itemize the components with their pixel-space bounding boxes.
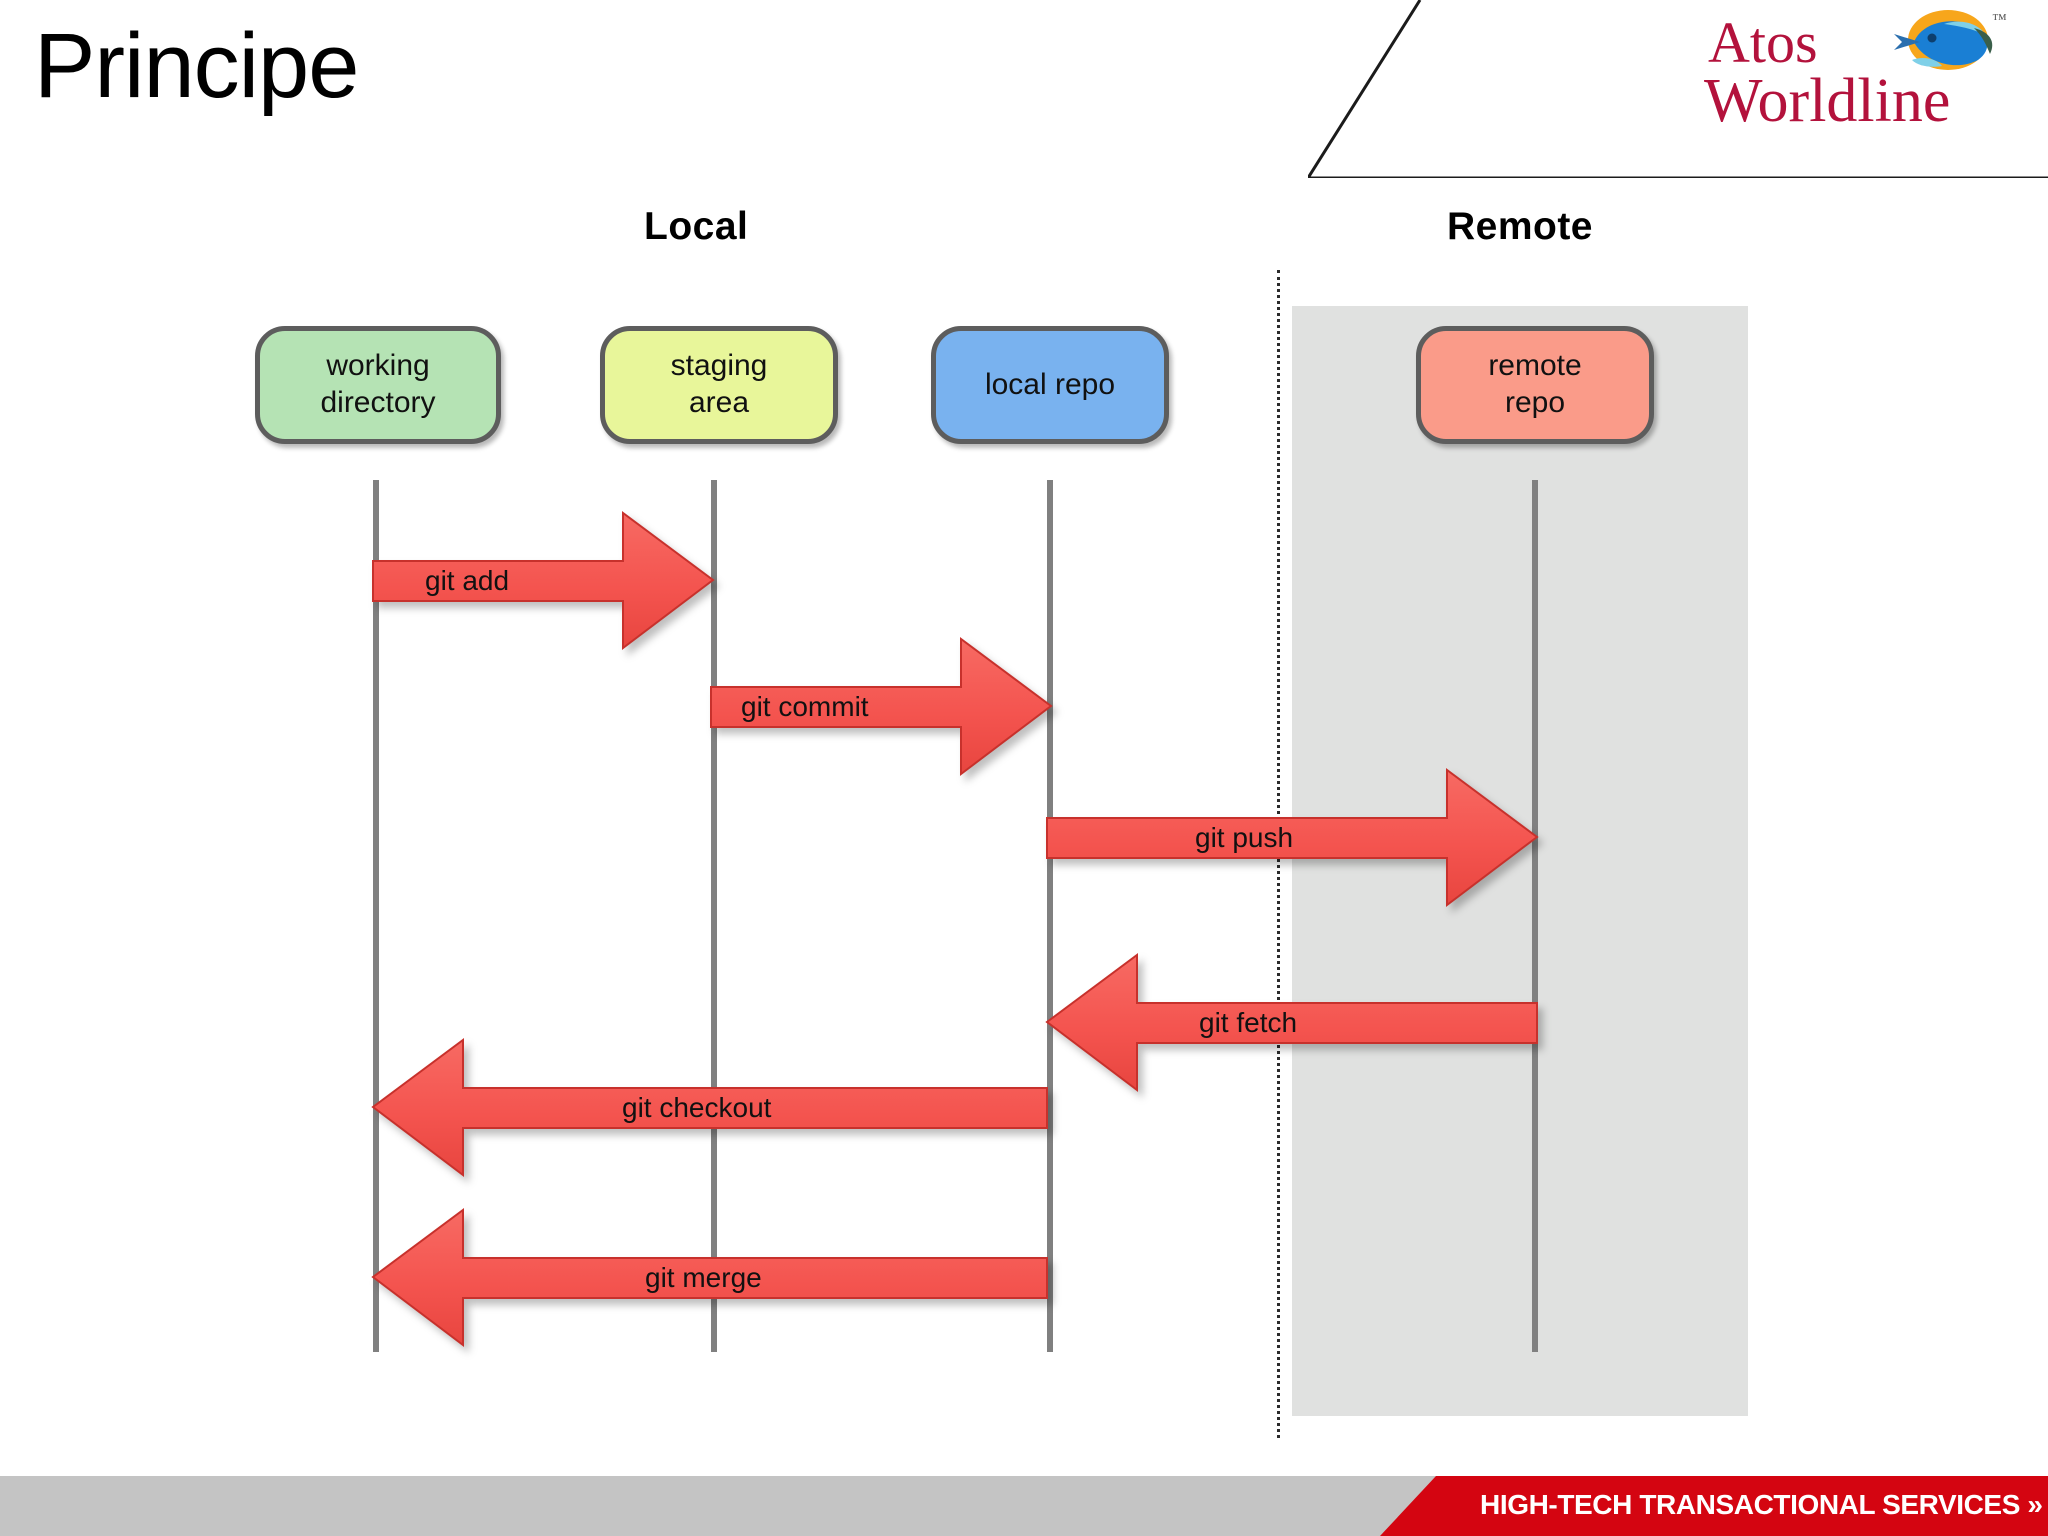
node-label-line1: working [326, 349, 430, 383]
node-local-repo[interactable]: local repo [931, 326, 1169, 444]
arrow-git-merge[interactable]: git merge [371, 1208, 1048, 1348]
node-label-line2: repo [1504, 386, 1566, 419]
fish-icon [1894, 10, 1993, 70]
node-label-line2: directory [320, 386, 436, 419]
arrow-git-checkout[interactable]: git checkout [371, 1038, 1048, 1178]
page-title: Principe [34, 15, 359, 117]
arrow-git-push[interactable]: git push [1046, 768, 1539, 908]
remote-region-background [1292, 306, 1748, 1416]
arrow-label-git-add: git add [425, 565, 510, 596]
arrow-label-git-merge: git merge [645, 1262, 762, 1293]
node-label-line2: area [688, 386, 750, 419]
node-label-line1: staging [670, 349, 768, 383]
trademark-symbol: ™ [1992, 12, 2007, 28]
arrow-git-add[interactable]: git add [372, 511, 715, 651]
column-title-remote: Remote [1446, 205, 1594, 248]
lifeline-working-directory [373, 480, 379, 1352]
footer-accent-shape [1380, 1476, 2048, 1536]
arrow-git-commit[interactable]: git commit [710, 637, 1053, 777]
arrow-label-git-fetch: git fetch [1199, 1007, 1298, 1038]
arrow-label-git-push: git push [1195, 822, 1294, 853]
column-title-local: Local [644, 205, 749, 248]
arrow-label-git-commit: git commit [741, 691, 869, 722]
node-remote-repo[interactable]: remote repo [1416, 326, 1654, 444]
arrow-git-fetch[interactable]: git fetch [1045, 953, 1538, 1093]
node-working-directory[interactable]: working directory [255, 326, 501, 444]
node-staging-area[interactable]: staging area [600, 326, 838, 444]
lifeline-remote-repo [1532, 480, 1538, 1352]
node-label-line1: remote [1488, 349, 1582, 383]
lifeline-local-repo [1047, 480, 1053, 1352]
brand-logo: ™ Atos Worldline [1700, 8, 2030, 138]
node-label-line1: local repo [984, 367, 1116, 401]
logo-text-atos: Atos [1708, 10, 1818, 75]
logo-text-worldline: Worldline [1704, 67, 1951, 135]
lifeline-staging-area [711, 480, 717, 1352]
arrow-label-git-checkout: git checkout [622, 1092, 772, 1123]
footer-tagline: HIGH-TECH TRANSACTIONAL SERVICES » [1480, 1489, 2043, 1520]
git-workflow-diagram: Local Remote working directory staging a… [255, 205, 1748, 1438]
